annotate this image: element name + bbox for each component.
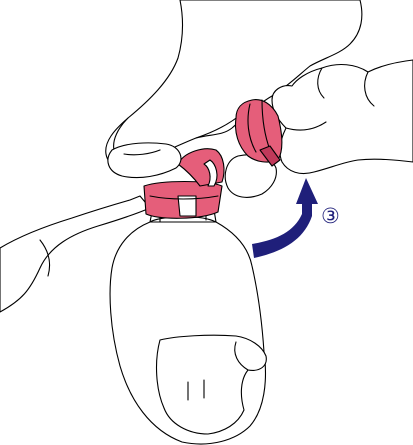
step-number: ③ bbox=[321, 204, 340, 228]
thumb-left bbox=[108, 143, 181, 178]
